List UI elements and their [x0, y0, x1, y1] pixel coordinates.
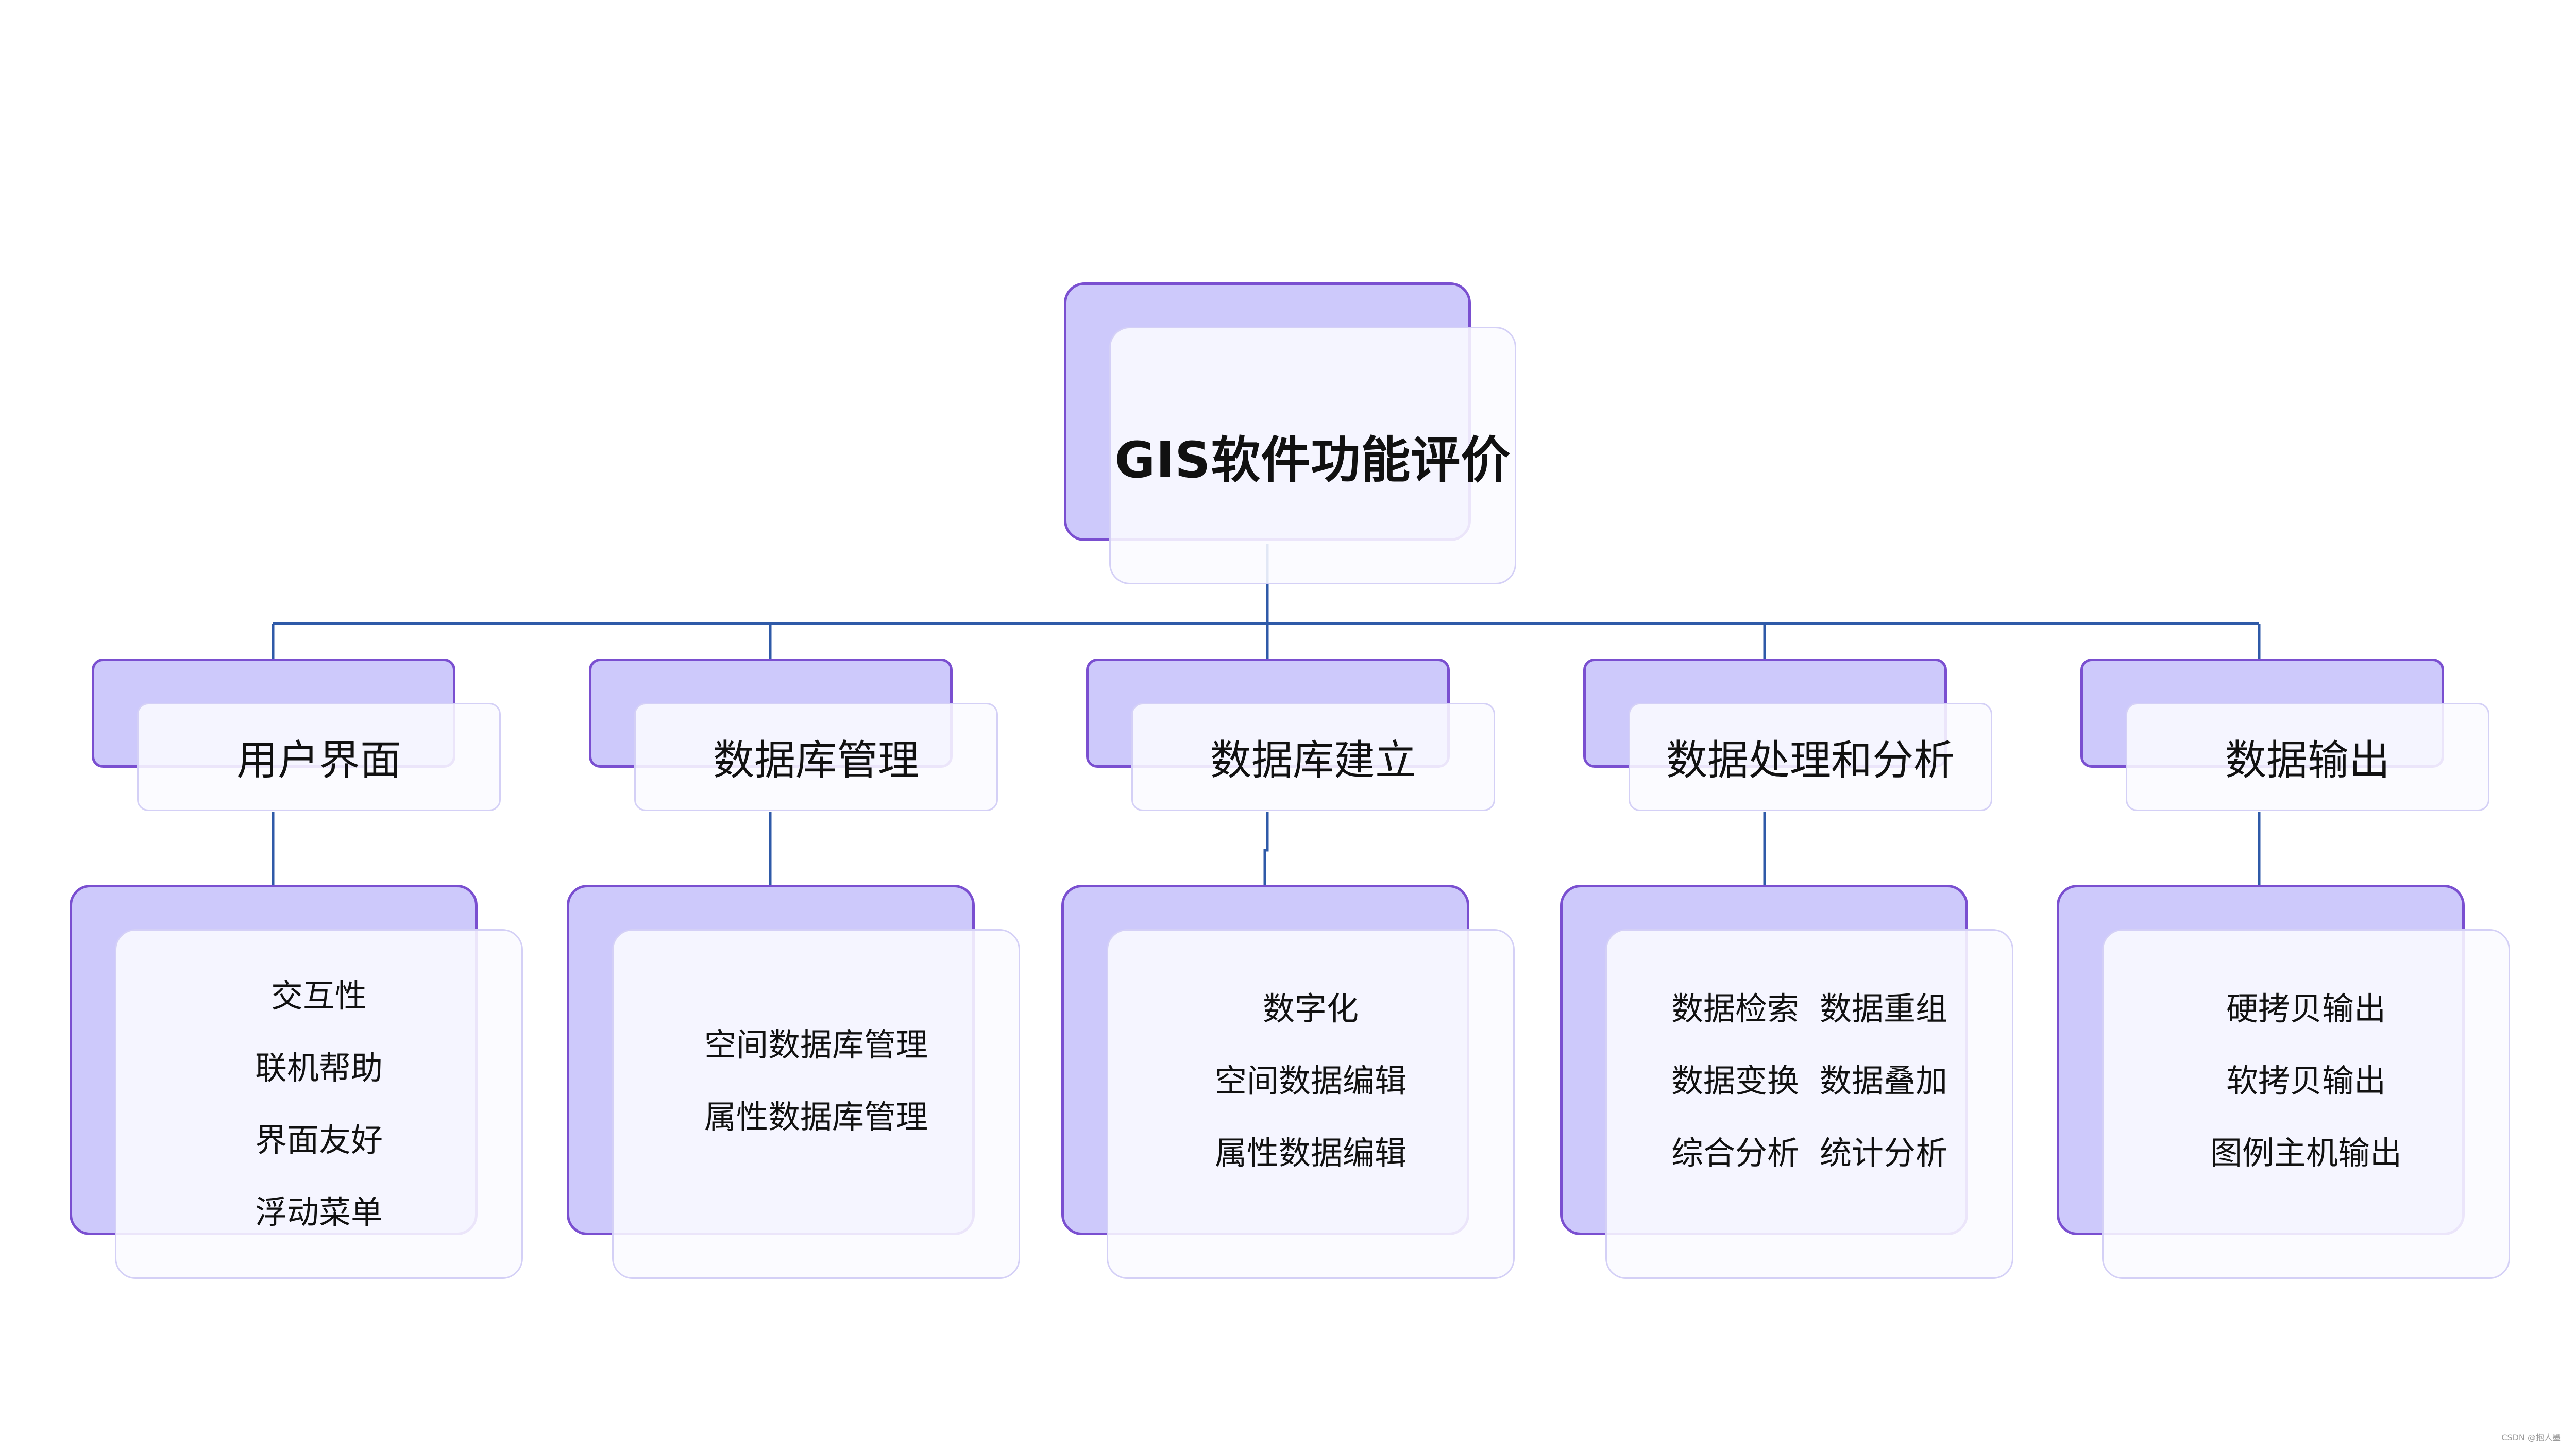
- details-data-output: 硬拷贝输出 软拷贝输出 图例主机输出: [2057, 885, 2510, 1279]
- detail-item: 属性数据编辑: [1214, 1134, 1406, 1172]
- detail-item: 数字化: [1262, 989, 1359, 1027]
- category-label: 数据处理和分析: [1666, 736, 1955, 784]
- detail-item: 数据变换: [1671, 1062, 1799, 1100]
- detail-item: 硬拷贝输出: [2226, 989, 2386, 1027]
- details-data-processing-analysis: 数据检索 数据重组 数据变换 数据叠加 综合分析 统计分析: [1560, 885, 2013, 1279]
- category-data-processing-analysis: 数据处理和分析: [1583, 659, 1993, 811]
- details-list: 数据检索 数据重组 数据变换 数据叠加 综合分析 统计分析: [1607, 931, 2012, 1277]
- detail-item: 浮动菜单: [255, 1193, 383, 1231]
- details-user-interface: 交互性 联机帮助 界面友好 浮动菜单: [70, 885, 523, 1279]
- detail-item: 软拷贝输出: [2226, 1062, 2386, 1100]
- root-node-card: GIS软件功能评价: [1109, 327, 1516, 584]
- category-database-management: 数据库管理: [589, 659, 998, 811]
- details-card: 空间数据库管理 属性数据库管理: [612, 929, 1020, 1279]
- category-card: 数据库管理: [634, 703, 998, 811]
- detail-item: 数据检索: [1671, 989, 1799, 1027]
- category-label: 数据输出: [2225, 736, 2390, 784]
- root-node: GIS软件功能评价: [1064, 282, 1517, 584]
- detail-item: 交互性: [270, 976, 367, 1015]
- category-card: 数据输出: [2126, 703, 2489, 811]
- details-list: 硬拷贝输出 软拷贝输出 图例主机输出: [2104, 931, 2509, 1277]
- detail-item: 空间数据编辑: [1214, 1062, 1406, 1100]
- details-database-management: 空间数据库管理 属性数据库管理: [567, 885, 1020, 1279]
- category-card: 数据库建立: [1131, 703, 1495, 811]
- category-user-interface: 用户界面: [92, 659, 501, 811]
- root-title: GIS软件功能评价: [1114, 431, 1511, 489]
- details-card: 交互性 联机帮助 界面友好 浮动菜单: [115, 929, 523, 1279]
- detail-item: 综合分析: [1671, 1134, 1799, 1172]
- detail-item: 界面友好: [255, 1121, 383, 1159]
- detail-item: 联机帮助: [255, 1049, 383, 1087]
- details-list: 交互性 联机帮助 界面友好 浮动菜单: [116, 931, 521, 1277]
- detail-item: 数据叠加: [1820, 1062, 1948, 1100]
- detail-item: 统计分析: [1820, 1134, 1948, 1172]
- details-card: 数据检索 数据重组 数据变换 数据叠加 综合分析 统计分析: [1605, 929, 2013, 1279]
- detail-item: 空间数据库管理: [704, 1025, 928, 1064]
- category-label: 数据库管理: [713, 736, 919, 784]
- details-list: 数字化 空间数据编辑 属性数据编辑: [1108, 931, 1513, 1277]
- category-label: 数据库建立: [1210, 736, 1416, 784]
- category-label: 用户界面: [236, 736, 401, 784]
- category-data-output: 数据输出: [2080, 659, 2490, 811]
- watermark: CSDN @抱人墨: [2501, 1433, 2561, 1442]
- detail-item: 属性数据库管理: [704, 1098, 928, 1136]
- detail-item: 数据重组: [1820, 989, 1948, 1027]
- category-card: 用户界面: [137, 703, 501, 811]
- details-card: 数字化 空间数据编辑 属性数据编辑: [1107, 929, 1515, 1279]
- details-database-creation: 数字化 空间数据编辑 属性数据编辑: [1061, 885, 1515, 1279]
- details-list: 空间数据库管理 属性数据库管理: [614, 931, 1019, 1277]
- detail-item: 图例主机输出: [2210, 1134, 2402, 1172]
- link-database-creation-details: [1263, 812, 1269, 887]
- category-card: 数据处理和分析: [1629, 703, 1992, 811]
- category-database-creation: 数据库建立: [1086, 659, 1496, 811]
- details-grid: 数据检索 数据重组 数据变换 数据叠加 综合分析 统计分析: [1671, 989, 1947, 1173]
- details-card: 硬拷贝输出 软拷贝输出 图例主机输出: [2102, 929, 2510, 1279]
